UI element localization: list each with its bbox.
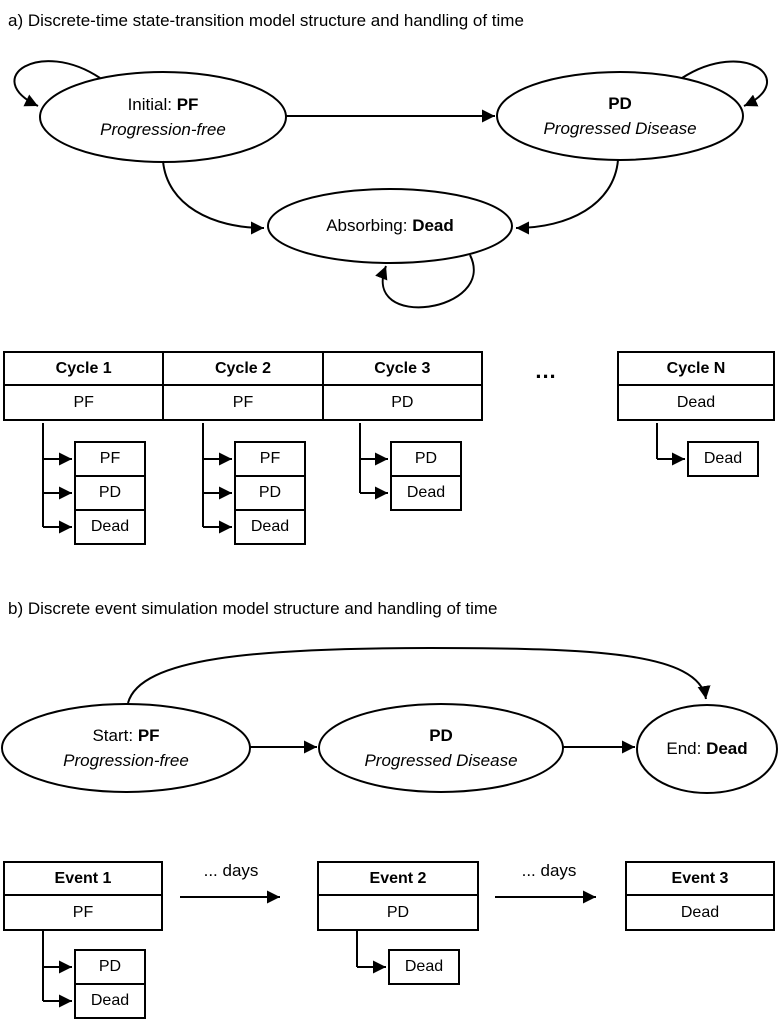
state-label-pd-b: PD Progressed Disease [319, 723, 563, 773]
state-name-line: End: Dead [666, 739, 748, 758]
state-label-absorbing-dead: Absorbing: Dead [268, 213, 512, 239]
state-label-pd: PD Progressed Disease [497, 91, 743, 141]
state-ellipse-pd [496, 71, 744, 161]
interval-label-1: ... days [203, 861, 259, 880]
state-label-initial-pf: Initial: PF Progression-free [40, 92, 286, 142]
event2-table: Event 2 PD [317, 861, 479, 931]
self-loop-dead [375, 254, 475, 309]
cycle-header-2: Cycle 2 [162, 351, 324, 386]
interval-label-2: ... days [521, 861, 577, 880]
transition-box: Dead [74, 983, 146, 1019]
cycle-ellipsis: ... [535, 358, 557, 383]
section-b-title: b) Discrete event simulation model struc… [8, 599, 498, 618]
self-loop-pd [681, 60, 768, 107]
transition-box: PD [74, 949, 146, 985]
transition-box: PF [234, 441, 306, 477]
self-loop-pf [13, 60, 101, 107]
arrow-pf-to-dead [162, 160, 265, 235]
cycle-state-n: Dead [617, 384, 775, 421]
cycle-n-table: Cycle N Dead [617, 351, 775, 421]
cycle1-transition-stack: PF PD Dead [74, 441, 146, 545]
event-state-3: Dead [625, 894, 775, 931]
cycle-header-n: Cycle N [617, 351, 775, 386]
event-header-3: Event 3 [625, 861, 775, 896]
transition-box: Dead [390, 475, 462, 511]
transition-box: Dead [234, 509, 306, 545]
event-state-1: PF [3, 894, 163, 931]
cycle2-transition-stack: PF PD Dead [234, 441, 306, 545]
state-subtitle: Progression-free [100, 120, 226, 139]
state-subtitle: Progressed Disease [364, 751, 518, 770]
transition-box: PD [74, 475, 146, 511]
transition-box: PD [390, 441, 462, 477]
state-ellipse-end-dead [636, 704, 778, 794]
transition-box: Dead [74, 509, 146, 545]
section-a-title: a) Discrete-time state-transition model … [8, 11, 524, 30]
state-ellipse-absorbing-dead [267, 188, 513, 264]
event-state-2: PD [317, 894, 479, 931]
arrow-pd-to-dead [515, 159, 619, 235]
arrow-start-to-end-curve [127, 646, 711, 704]
event1-transition-stack: PD Dead [74, 949, 146, 1019]
state-subtitle: Progression-free [63, 751, 189, 770]
cycle3-transition-stack: PD Dead [390, 441, 462, 511]
event-header-1: Event 1 [3, 861, 163, 896]
transition-box: Dead [388, 949, 460, 985]
state-name-line: PD [608, 94, 632, 113]
cycle-header-1: Cycle 1 [2, 351, 165, 386]
cycle-table: Cycle 1 Cycle 2 Cycle 3 PF PF PD [2, 351, 484, 421]
event-header-2: Event 2 [317, 861, 479, 896]
state-subtitle: Progressed Disease [543, 119, 697, 138]
state-name-line: Initial: PF [127, 95, 199, 114]
cycle-state-3: PD [321, 384, 484, 421]
transition-box: PD [234, 475, 306, 511]
cycle-state-2: PF [162, 384, 324, 421]
cycleN-transition-stack: Dead [687, 441, 759, 477]
cycle-header-3: Cycle 3 [321, 351, 484, 386]
transition-box: Dead [687, 441, 759, 477]
state-name-line: Absorbing: Dead [326, 216, 454, 235]
state-label-start-pf: Start: PF Progression-free [2, 723, 250, 773]
state-label-end-dead: End: Dead [637, 736, 777, 762]
state-name-line: Start: PF [92, 726, 160, 745]
event1-table: Event 1 PF [3, 861, 163, 931]
event2-transition-stack: Dead [388, 949, 460, 985]
transition-box: PF [74, 441, 146, 477]
state-name-line: PD [429, 726, 453, 745]
cycle-state-1: PF [2, 384, 165, 421]
event3-table: Event 3 Dead [625, 861, 775, 931]
